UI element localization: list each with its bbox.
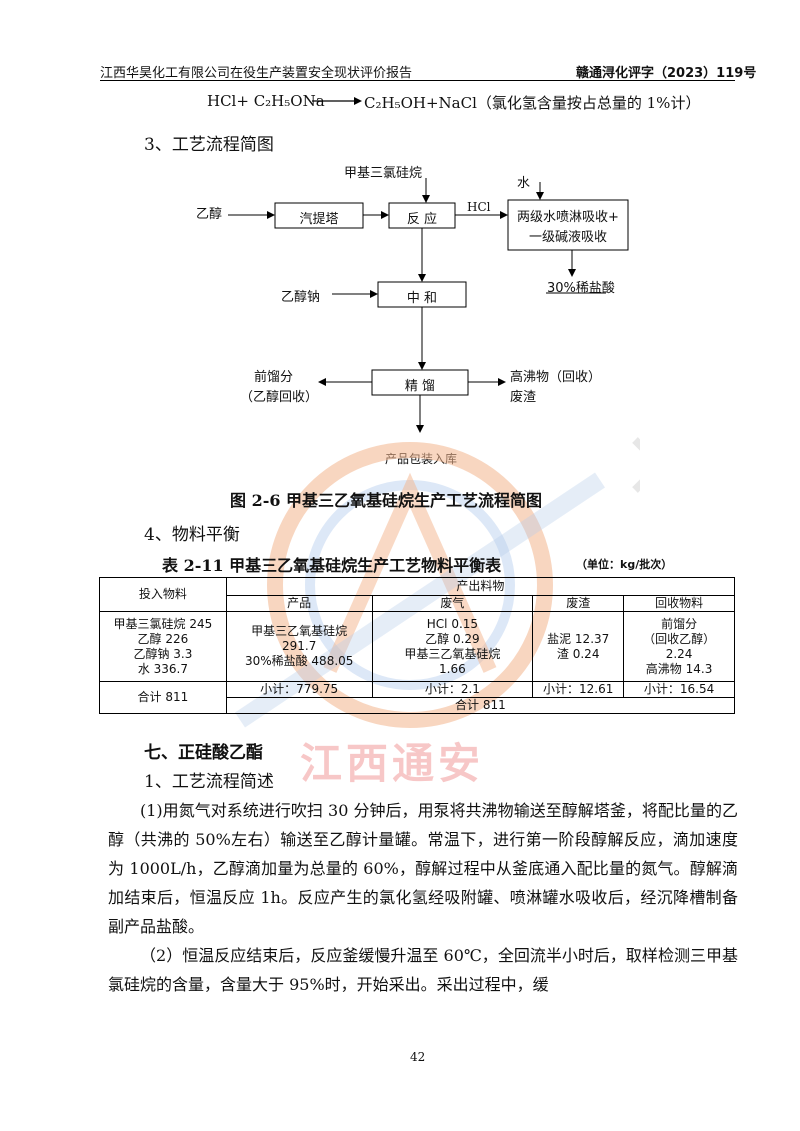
section-process-heading: 1、工艺流程简述 [144,772,274,792]
box-scrubber-line1: 两级水喷淋吸收+ [517,210,619,225]
col-residue: 废渣 [532,595,625,612]
output-header: 产出料物 [225,577,736,596]
label-sodium-ethoxide: 乙醇钠 [281,290,321,305]
label-waste-residue: 废渣 [510,390,537,405]
label-dilute-hcl: 30%稀盐酸 [547,281,615,296]
page-number: 42 [410,1050,426,1064]
paragraph-2: （2）恒温反应结束后，反应釜缓慢升温至 60℃，全回流半小时后，取样检测三甲基氯… [108,946,738,994]
subtotal-product: 小计：779.75 [225,681,373,698]
scrubber-box [507,199,629,251]
input-header: 投入物料 [99,577,227,612]
report-title: 江西华昊化工有限公司在役生产装置安全现状评价报告 [100,66,413,81]
subtotal-recovered: 小计：16.54 [623,681,735,698]
subtotal-residue: 小计：12.61 [532,681,625,698]
col-recovered: 回收物料 [623,595,735,612]
chapter-heading: 七、正硅酸乙酯 [144,743,263,763]
equation-right: C₂H₅OH+NaCl（氯化氢含量按占总量的 1%计） [364,94,701,112]
box-neutralize-label: 中 和 [406,291,438,306]
label-hcl: HCl [467,200,491,214]
cell-input-total: 合计 811 [99,681,227,714]
section-flow-heading: 3、工艺流程简图 [144,135,274,155]
col-product: 产品 [225,595,373,612]
table-caption: 表 2-11 甲基三乙氧基硅烷生产工艺物料平衡表 [162,556,502,575]
table-unit: （单位：kg/批次） [576,558,673,571]
paragraph-1: (1)用氮气对系统进行吹扫 30 分钟后，用泵将共沸物输送至醇解塔釜，将配比量的… [108,801,738,936]
box-scrubber-line2: 一级碱液吸收 [528,230,607,245]
process-flow-diagram [228,178,629,433]
header-rule [100,80,735,81]
equation-left: HCl+ C₂H₅ONa [207,92,325,110]
box-stripper-label: 汽提塔 [299,212,339,227]
body-text: (1)用氮气对系统进行吹扫 30 分钟后，用泵将共沸物输送至醇解塔釜，将配比量的… [108,796,738,999]
section-balance-heading: 4、物料平衡 [144,525,240,545]
document-number: 赣通浔化评字（2023）119号 [576,66,757,81]
cell-output-total: 合计 811 [225,697,736,714]
watermark-text: 江西通安 [300,739,485,788]
label-methyltrichlorosilane: 甲基三氯硅烷 [344,166,423,181]
equation-arrow [312,97,362,105]
label-front-fraction: 前馏分 [254,370,294,385]
box-reaction-label: 反 应 [406,212,438,227]
figure-caption: 图 2-6 甲基三乙氧基硅烷生产工艺流程简图 [230,491,543,510]
col-gas: 废气 [371,595,534,612]
box-distill-label: 精 馏 [404,379,436,394]
subtotal-gas: 小计：2.1 [371,681,534,698]
label-ethanol-recovery: （乙醇回收） [240,390,319,405]
label-ethanol: 乙醇 [196,207,223,222]
label-high-boiler: 高沸物（回收） [510,370,602,385]
label-water: 水 [517,176,531,191]
label-product: 产品包装入库 [385,452,458,466]
